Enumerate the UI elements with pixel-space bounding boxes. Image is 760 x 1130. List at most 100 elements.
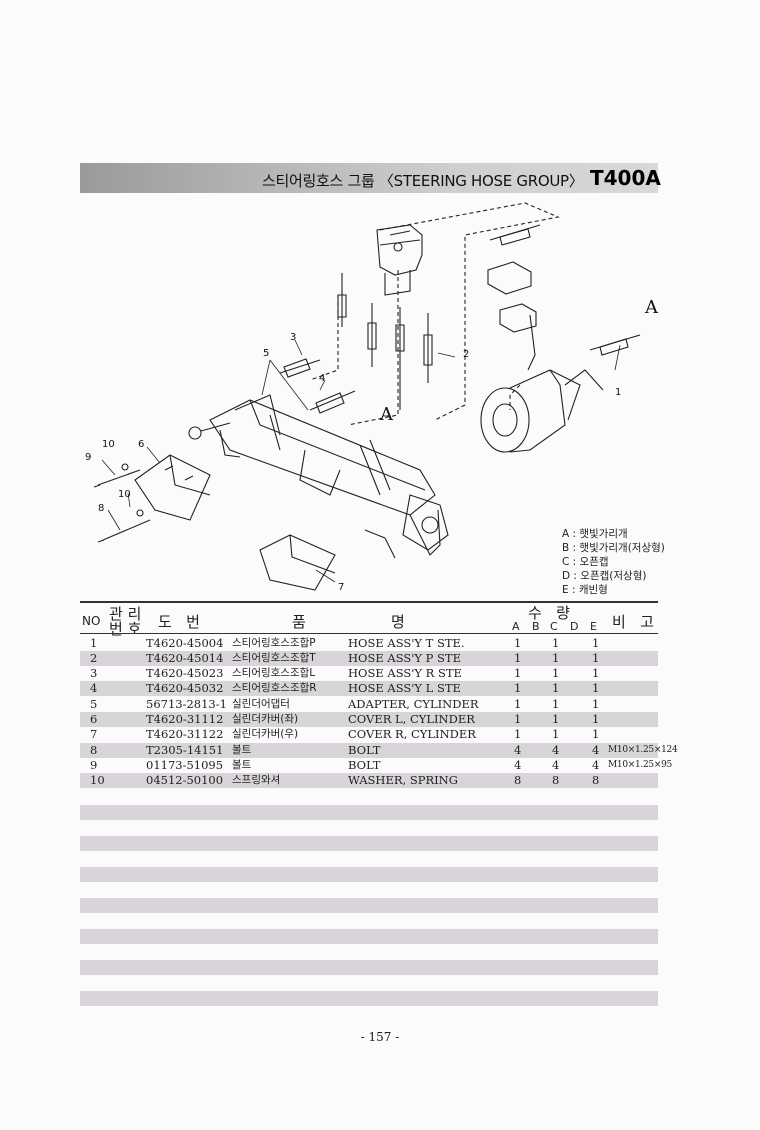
cell-name-kr: 스티어링호스조합T (232, 652, 316, 664)
empty-row (80, 867, 658, 882)
cell-qty-e: 4 (592, 743, 600, 757)
cell-name-en: COVER L, CYLINDER (348, 712, 475, 726)
cylinder-cover-left (134, 454, 211, 521)
col-header-name-b: 명 (391, 613, 405, 631)
cell-qty-c: 1 (552, 727, 560, 741)
cell-name-en: ADAPTER, CYLINDER (348, 697, 479, 711)
cell-qty-e: 8 (592, 773, 600, 787)
exploded-parts-diagram: 1 2 3 4 5 6 7 8 9 10 10 A A (85, 202, 659, 593)
steering-valve (376, 224, 423, 296)
col-header-name-a: 품 (292, 613, 306, 631)
legend-item: C : 오픈캡 (562, 556, 609, 568)
col-header-qty: 수 량 (528, 604, 570, 622)
cell-name-kr: 스티어링호스조합L (232, 667, 316, 679)
cell-qty-e: 1 (592, 636, 600, 650)
qty-col-a: A (512, 620, 520, 633)
svg-text:5: 5 (263, 348, 269, 359)
table-row: 4 T4620-45032 스티어링호스조합R HOSE ASS'Y L STE… (80, 681, 658, 696)
cell-part-no: 01173-51095 (146, 758, 224, 772)
svg-text:6: 6 (138, 439, 144, 450)
cell-part-no: T4620-31112 (146, 712, 224, 726)
empty-row (80, 929, 658, 944)
cell-qty-a: 1 (514, 681, 522, 695)
cell-qty-e: 1 (592, 712, 600, 726)
cell-no: 3 (90, 666, 98, 680)
cell-name-en: WASHER, SPRING (348, 773, 458, 787)
col-header-mgmt-top: 관 리 (109, 605, 142, 623)
cell-part-no: T4620-45004 (146, 636, 224, 650)
cell-qty-c: 8 (552, 773, 560, 787)
cell-qty-e: 1 (592, 651, 600, 665)
cell-name-kr: 볼트 (232, 744, 252, 756)
svg-text:3: 3 (290, 332, 296, 343)
svg-text:9: 9 (85, 452, 91, 463)
empty-row (80, 898, 658, 913)
cell-no: 1 (90, 636, 98, 650)
cell-no: 2 (90, 651, 98, 665)
cell-name-kr: 볼트 (232, 759, 252, 771)
cell-qty-a: 1 (514, 697, 522, 711)
hose-routing-lines (309, 202, 560, 426)
view-markers: A A (379, 297, 659, 425)
legend-item: E : 캐빈형 (562, 584, 608, 596)
cell-qty-c: 1 (552, 636, 560, 650)
cell-part-no: T4620-45023 (146, 666, 224, 680)
cell-part-no: T4620-45032 (146, 681, 224, 695)
legend-item: B : 햇빛가리개(저상형) (562, 542, 665, 554)
svg-text:2: 2 (463, 349, 469, 360)
cell-qty-a: 1 (514, 666, 522, 680)
cell-name-en: HOSE ASS'Y L STE (348, 681, 461, 695)
cell-qty-a: 1 (514, 712, 522, 726)
variant-legend: A : 햇빛가리개 B : 햇빛가리개(저상형) C : 오픈캡 D : 오픈캡… (562, 527, 665, 597)
cell-qty-c: 1 (552, 651, 560, 665)
cell-qty-c: 1 (552, 666, 560, 680)
table-row: 6 T4620-31112 실린더카버(좌) COVER L, CYLINDER… (80, 712, 658, 727)
cell-qty-a: 1 (514, 651, 522, 665)
cell-qty-c: 4 (552, 743, 560, 757)
table-row: 1 T4620-45004 스티어링호스조합P HOSE ASS'Y T STE… (80, 636, 658, 651)
cell-qty-e: 1 (592, 697, 600, 711)
svg-text:A: A (644, 297, 659, 318)
cell-part-no: T4620-45014 (146, 651, 224, 665)
qty-col-b: B (532, 620, 540, 633)
cell-name-kr: 스티어링호스조합P (232, 637, 316, 649)
table-row: 8 T2305-14151 볼트 BOLT 4 4 4 M10×1.25×124 (80, 743, 678, 758)
table-row: 10 04512-50100 스프링와셔 WASHER, SPRING 8 8 … (80, 773, 658, 788)
svg-text:10: 10 (118, 489, 131, 500)
cell-qty-e: 4 (592, 758, 600, 772)
cell-qty-c: 1 (552, 697, 560, 711)
cell-part-no: 04512-50100 (146, 773, 224, 787)
cylinder-cover-right (259, 534, 336, 591)
table-row: 3 T4620-45023 스티어링호스조합L HOSE ASS'Y R STE… (80, 666, 658, 681)
empty-row (80, 991, 658, 1006)
cell-qty-e: 1 (592, 681, 600, 695)
table-row: 2 T4620-45014 스티어링호스조합T HOSE ASS'Y P STE… (80, 651, 658, 666)
cell-qty-c: 4 (552, 758, 560, 772)
cell-no: 8 (90, 743, 98, 757)
cell-name-en: BOLT (348, 743, 381, 757)
cell-remark: M10×1.25×95 (608, 760, 672, 770)
table-header-rule (80, 633, 658, 634)
cell-no: 10 (90, 773, 105, 787)
cell-name-kr: 실린더어댑터 (232, 698, 290, 710)
empty-row (80, 960, 658, 975)
svg-text:A: A (379, 404, 394, 425)
hose-fittings (279, 224, 641, 414)
cell-name-en: HOSE ASS'Y T STE. (348, 636, 465, 650)
cell-qty-e: 1 (592, 666, 600, 680)
cell-name-en: HOSE ASS'Y P STE (348, 651, 461, 665)
cell-part-no: T2305-14151 (146, 743, 224, 757)
qty-col-e: E (590, 620, 597, 633)
cell-qty-a: 4 (514, 743, 522, 757)
svg-text:8: 8 (98, 503, 104, 514)
svg-text:10: 10 (102, 439, 115, 450)
legend-item: D : 오픈캡(저상형) (562, 570, 647, 582)
col-header-part-no: 도 번 (158, 613, 200, 631)
cell-qty-e: 1 (592, 727, 600, 741)
cell-no: 4 (90, 681, 98, 695)
cell-qty-a: 1 (514, 727, 522, 741)
cell-remark: M10×1.25×124 (608, 745, 678, 755)
cell-no: 5 (90, 697, 98, 711)
cell-qty-a: 8 (514, 773, 522, 787)
